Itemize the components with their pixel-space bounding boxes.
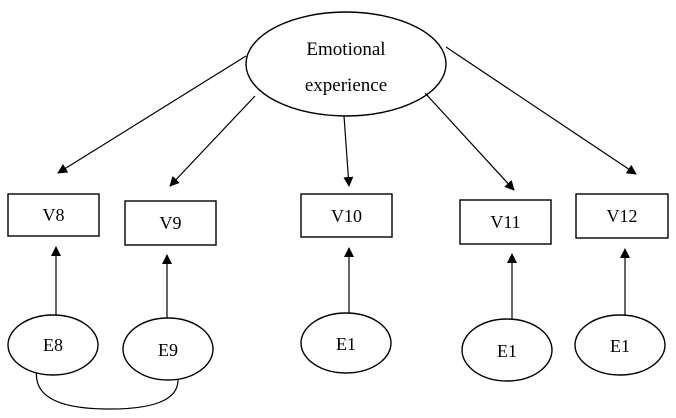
loading-arrow-v9 (169, 95, 256, 187)
loading-arrow-v8 (57, 55, 247, 174)
indicator-v9: V9 (124, 200, 217, 246)
error-label: E8 (43, 335, 63, 355)
error-e8: E8 (7, 314, 99, 376)
indicator-v10: V10 (300, 193, 393, 238)
error-ellipse (574, 314, 666, 376)
latent-factor: Emotional experience (245, 11, 447, 117)
indicator-label: V10 (331, 206, 362, 226)
error-e11: E1 (461, 318, 553, 382)
error-label: E1 (497, 341, 517, 361)
error-e12: E1 (574, 314, 666, 376)
error-ellipse (300, 312, 392, 374)
error-e9: E9 (122, 317, 214, 381)
loading-arrow-v12 (445, 46, 637, 175)
covariance-curve-e8-e9 (35, 367, 179, 410)
error-ellipse (122, 317, 214, 381)
indicator-v8: V8 (7, 193, 100, 237)
indicator-v11: V11 (459, 199, 552, 245)
indicator-box (575, 193, 669, 239)
indicator-label: V8 (43, 205, 65, 225)
latent-label-line1: Emotional (306, 39, 385, 60)
loading-arrow-v11 (424, 92, 515, 191)
error-label: E1 (336, 334, 356, 354)
indicator-box (124, 200, 217, 246)
loading-arrows (57, 46, 637, 191)
latent-ellipse (245, 11, 447, 117)
indicator-box (300, 193, 393, 238)
indicator-label: V9 (160, 213, 182, 233)
latent-label-line2: experience (305, 75, 387, 96)
error-ellipse (7, 314, 99, 376)
loading-arrow-v10 (343, 115, 354, 187)
indicator-label: V12 (607, 206, 638, 226)
indicator-label: V11 (490, 212, 520, 232)
error-arrows (51, 246, 630, 320)
indicator-box (459, 199, 552, 245)
error-label: E1 (610, 336, 630, 356)
indicator-v12: V12 (575, 193, 669, 239)
error-e10: E1 (300, 312, 392, 374)
error-label: E9 (158, 340, 178, 360)
error-ellipse (461, 318, 553, 382)
indicator-box (7, 193, 100, 237)
